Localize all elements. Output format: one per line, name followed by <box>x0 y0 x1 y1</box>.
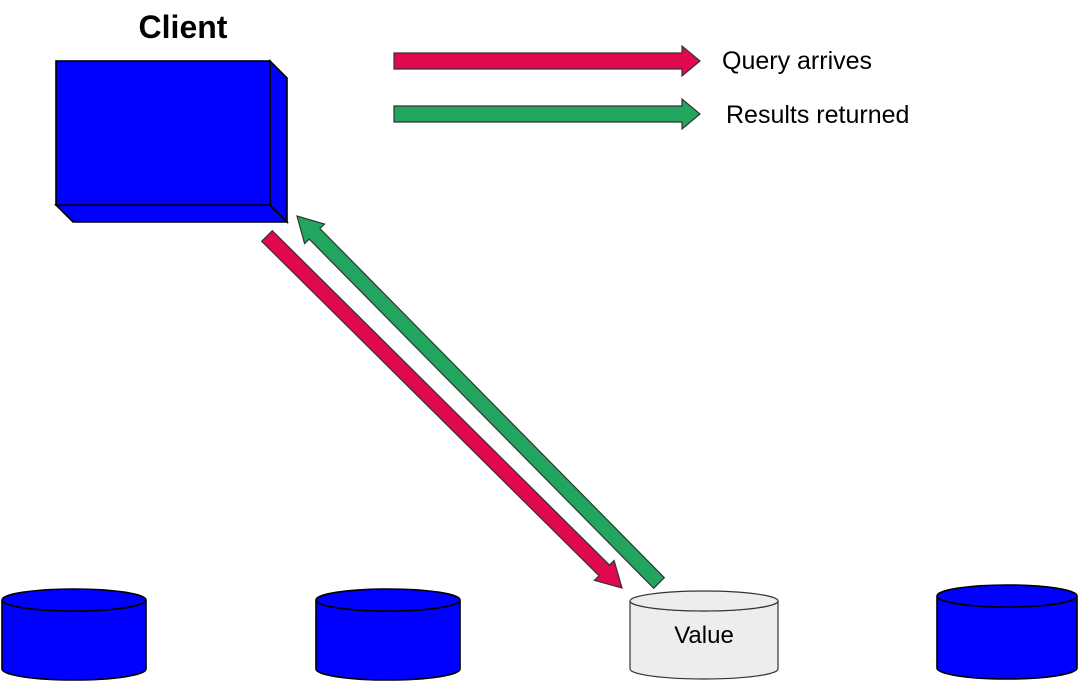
datastore-cylinder-1 <box>1 588 147 681</box>
datastore-cylinder-value: Value <box>629 590 779 680</box>
cylinder-top <box>629 590 779 612</box>
cylinder-top <box>1 588 147 612</box>
legend-query-label: Query arrives <box>722 47 872 75</box>
results-arrow <box>296 215 666 590</box>
cylinder-top <box>315 588 461 612</box>
datastores: Value <box>1 584 1078 681</box>
client-box-bottom-face <box>54 204 289 223</box>
legend-query-arrow-icon <box>393 44 701 78</box>
client-node: Client <box>54 9 289 224</box>
value-store-label: Value <box>674 622 734 649</box>
client-label: Client <box>139 9 228 45</box>
cylinder-body <box>1 599 147 681</box>
cylinder-top <box>936 584 1078 608</box>
client-box-front-face <box>55 60 271 206</box>
datastore-cylinder-4 <box>936 584 1078 680</box>
legend: Query arrives Results returned <box>393 44 909 131</box>
client-box-side-face <box>269 59 288 224</box>
flow-arrows <box>260 215 666 590</box>
cylinder-body <box>936 595 1078 680</box>
legend-results-arrow-icon <box>393 97 701 131</box>
query-arrow <box>260 229 623 589</box>
cylinder-body <box>315 599 461 681</box>
datastore-cylinder-2 <box>315 588 461 681</box>
legend-results-label: Results returned <box>726 101 909 129</box>
